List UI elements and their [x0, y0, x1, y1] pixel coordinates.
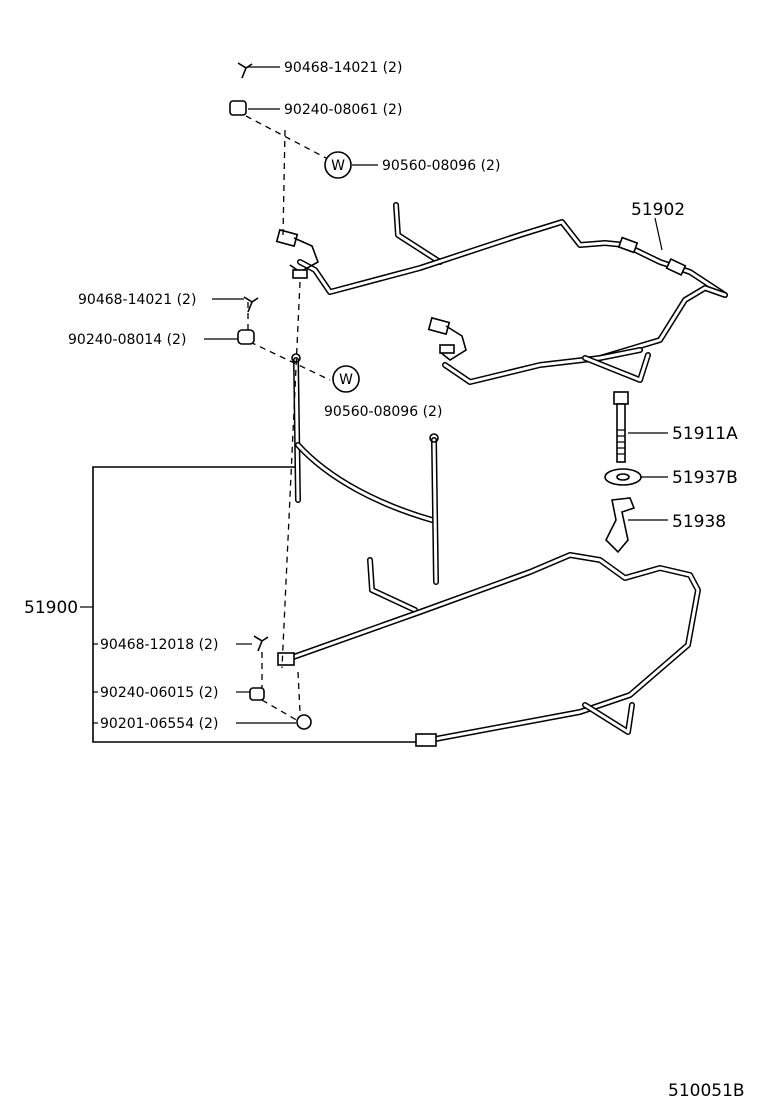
label-51911A: 51911A [672, 424, 738, 444]
label-90468-14021-mid: 90468-14021 (2) [78, 292, 196, 308]
assembly-dashed-lines [245, 115, 331, 723]
bolt-washer-clamp [604, 391, 642, 554]
diagram-code: 510051B [668, 1081, 745, 1101]
leader-lines [80, 66, 668, 743]
label-90240-08061: 90240-08061 (2) [284, 102, 402, 118]
label-51937B: 51937B [672, 468, 738, 488]
label-51902: 51902 [631, 200, 685, 220]
w-marker-upper: W [324, 151, 352, 179]
callout-labels: 90468-14021 (2) 90240-08061 (2) 90560-08… [24, 60, 745, 1101]
label-51900: 51900 [24, 598, 78, 618]
label-90468-14021-top: 90468-14021 (2) [284, 60, 402, 76]
label-90468-12018: 90468-12018 (2) [100, 637, 218, 653]
hardware-parts [229, 62, 312, 730]
label-90560-08096-top: 90560-08096 (2) [382, 158, 500, 174]
label-90240-08014: 90240-08014 (2) [68, 332, 186, 348]
label-90201-06554: 90201-06554 (2) [100, 716, 218, 732]
svg-text:W: W [339, 372, 353, 388]
middle-bracket-wire [291, 353, 439, 585]
label-51938: 51938 [672, 512, 726, 532]
label-90240-06015: 90240-06015 (2) [100, 685, 218, 701]
label-90560-08096-mid: 90560-08096 (2) [324, 404, 442, 420]
svg-text:W: W [331, 158, 345, 174]
upper-tube-assembly [275, 202, 728, 385]
lower-tube-assembly [277, 552, 701, 747]
w-marker-lower: W [332, 365, 360, 393]
